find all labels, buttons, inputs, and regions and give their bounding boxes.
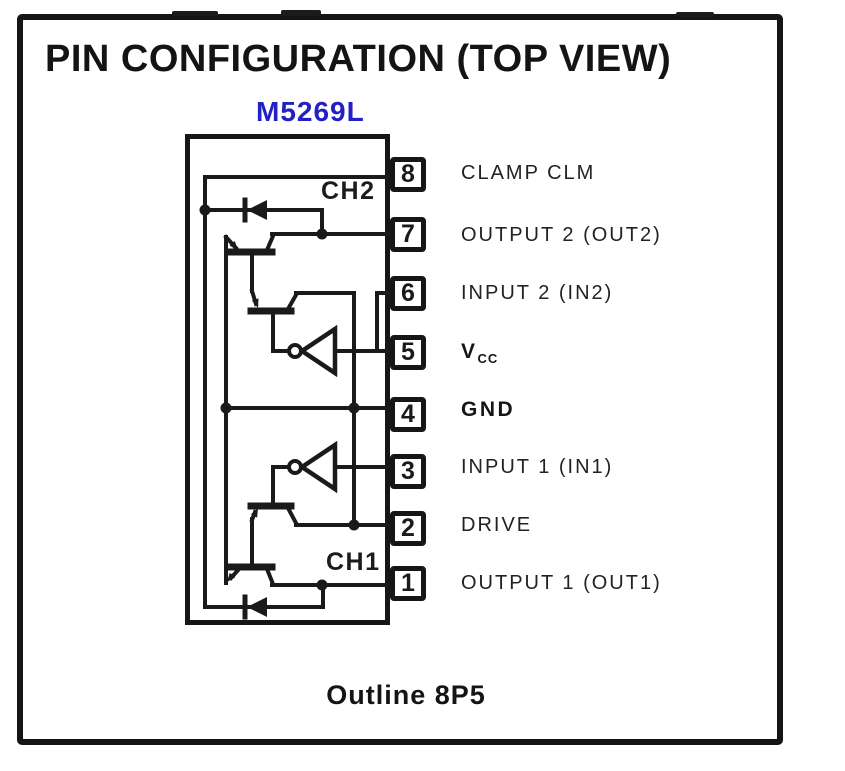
pin-number: 3 [401, 457, 415, 485]
transistor-icon-ch1-driver [247, 502, 299, 566]
pin-number: 1 [401, 569, 415, 597]
junction-dots [199, 204, 360, 591]
part-number: M5269L [256, 96, 365, 127]
outline-label: Outline 8P5 [326, 680, 486, 710]
clamp-diode-ch1 [203, 583, 325, 620]
pin-number: 5 [401, 338, 415, 366]
pin-box-1: 1 [390, 566, 426, 601]
pin-box-3: 3 [390, 454, 426, 489]
pin-label-drive: DRIVE [461, 514, 533, 536]
page-title: PIN CONFIGURATION (TOP VIEW) [45, 38, 672, 80]
pin-box-6: 6 [390, 276, 426, 311]
transistor-icon-ch2-output [223, 233, 276, 293]
pin-label-gnd: GND [461, 398, 516, 421]
diode-icon [247, 200, 267, 220]
pin-box-5: 5 [390, 335, 426, 370]
pin-number: 2 [401, 514, 415, 542]
pin-label-vcc: VCC [461, 340, 499, 366]
transistor-icon-ch2-driver [247, 288, 299, 353]
clamp-rail [203, 175, 392, 609]
channel-label-ch2: CH2 [321, 177, 376, 205]
pin-box-2: 2 [390, 511, 426, 546]
pin-box-4: 4 [390, 397, 426, 432]
drive-bus [294, 291, 356, 527]
pin-box-8: 8 [390, 157, 426, 192]
diode-icon [247, 597, 267, 617]
pin-number: 6 [401, 279, 415, 307]
inverter-icon-ch2 [271, 324, 338, 378]
scan-artifact [281, 10, 321, 16]
pin-label-out2: OUTPUT 2 (OUT2) [461, 224, 662, 246]
transistor-icon-ch1-output [226, 563, 276, 587]
ic-body-outline [185, 134, 390, 625]
scan-artifact [172, 11, 218, 16]
clamp-diode-ch2 [203, 197, 324, 236]
channel-label-ch1: CH1 [326, 548, 381, 576]
inverter-icon-ch1 [271, 440, 338, 505]
pin-number: 7 [401, 220, 415, 248]
pin-number: 8 [401, 160, 415, 188]
input2-branch [375, 291, 392, 353]
pin-label-in2: INPUT 2 (IN2) [461, 282, 614, 304]
page-border-frame [17, 14, 783, 745]
pin-box-7: 7 [390, 217, 426, 252]
pin-number: 4 [401, 400, 415, 428]
pin-label-out1: OUTPUT 1 (OUT1) [461, 572, 662, 594]
scan-artifact [676, 12, 714, 17]
pin-label-clamp: CLAMP CLM [461, 162, 596, 184]
pin-label-in1: INPUT 1 (IN1) [461, 456, 614, 478]
